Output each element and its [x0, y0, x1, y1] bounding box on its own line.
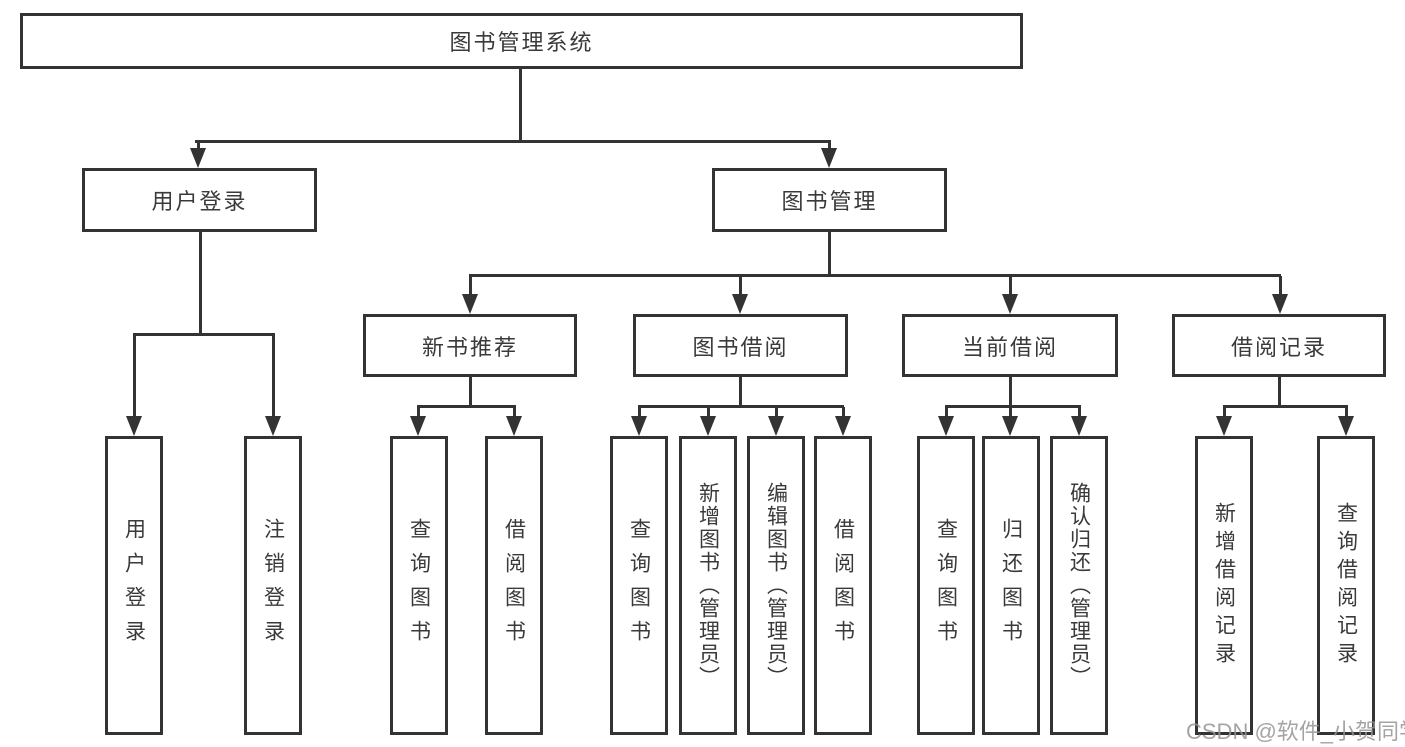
node-current-borrowing: 当前借阅 [902, 314, 1118, 377]
node-library-system-label: 图书管理系统 [449, 30, 594, 55]
connector-arrow-stem-cb-query [945, 407, 948, 417]
connector-user-login-bar [133, 333, 275, 336]
connector-arrow-stem-bb-borrow [842, 407, 845, 417]
node-current-borrowing-label: 当前借阅 [961, 334, 1058, 360]
node-borrowing-records: 借阅记录 [1172, 314, 1386, 377]
arrowhead-bb-add [700, 416, 716, 436]
leaf-bb-edit-books-admin: 编辑图书（管理员） [747, 436, 805, 735]
arrowhead-borrow-records [1272, 294, 1288, 314]
connector-arrow-stem-rec-add [1223, 407, 1226, 417]
leaf-nb-query-books: 查询图书 [390, 436, 448, 735]
connector-records-bar [1223, 405, 1348, 408]
arrowhead-book-borrow [732, 294, 748, 314]
connector-current-borrow-stub [1009, 377, 1012, 407]
connector-arrow-stem-borrow-records [1279, 276, 1282, 296]
leaf-bb-query-books-label: 查询图书 [627, 517, 651, 654]
leaf-logout-label: 注销登录 [261, 517, 285, 654]
leaf-bb-borrow-books-label: 借阅图书 [831, 517, 855, 654]
arrowhead-bb-borrow [835, 416, 851, 436]
node-user-login-label: 用户登录 [151, 189, 248, 214]
leaf-cb-query-books-label: 查询图书 [934, 517, 958, 654]
leaf-nb-borrow-books-label: 借阅图书 [502, 517, 526, 654]
connector-root-bar [195, 140, 831, 143]
arrowhead-current-borrow [1002, 294, 1018, 314]
leaf-bb-query-books: 查询图书 [610, 436, 668, 735]
connector-arrow-stem-cb-return [1009, 407, 1012, 417]
connector-arrow-stem-book-borrow [739, 276, 742, 296]
leaf-nb-query-books-label: 查询图书 [407, 517, 431, 654]
connector-arrow-stem-rec-query [1345, 407, 1348, 417]
csdn-watermark: CSDN @软件_小贺同学 [1186, 719, 1405, 744]
leaf-cb-confirm-return-admin-label: 确认归还（管理员） [1067, 482, 1091, 689]
connector-new-book-bar [417, 405, 516, 408]
arrowhead-login-leaf [126, 416, 142, 436]
connector-book-borrow-stub [739, 377, 742, 407]
leaf-cb-return-books-label: 归还图书 [999, 517, 1023, 654]
leaf-cb-confirm-return-admin: 确认归还（管理员） [1050, 436, 1108, 735]
connector-arrow-stem-bb-query [638, 407, 641, 417]
arrowhead-bb-edit [768, 416, 784, 436]
leaf-user-login-label: 用户登录 [122, 517, 146, 654]
leaf-nb-borrow-books: 借阅图书 [485, 436, 543, 735]
arrowhead-rec-query [1338, 416, 1354, 436]
leaf-cb-return-books: 归还图书 [982, 436, 1040, 735]
leaf-bb-add-books-admin: 新增图书（管理员） [679, 436, 737, 735]
leaf-rec-add-record-label: 新增借阅记录 [1212, 501, 1236, 670]
connector-arrow-stem-nb-query [417, 407, 420, 417]
connector-book-mgmt-bar [469, 274, 1281, 277]
connector-records-stub [1278, 377, 1281, 407]
connector-user-login-stub [199, 232, 202, 335]
node-book-borrowing-label: 图书借阅 [692, 334, 789, 360]
leaf-user-login: 用户登录 [105, 436, 163, 735]
leaf-rec-add-record: 新增借阅记录 [1195, 436, 1253, 735]
leaf-bb-borrow-books: 借阅图书 [814, 436, 872, 735]
connector-book-mgmt-stub [828, 232, 831, 276]
connector-arrow-stem-cb-confirm [1078, 407, 1081, 417]
leaf-rec-query-record-label: 查询借阅记录 [1334, 501, 1358, 670]
connector-arrow-stem-bb-add [707, 407, 710, 417]
connector-current-borrow-bar [945, 405, 1081, 408]
connector-root-stub [519, 69, 522, 142]
node-user-login: 用户登录 [82, 168, 317, 232]
arrowhead-book-mgmt [821, 148, 837, 168]
node-book-borrowing: 图书借阅 [633, 314, 848, 377]
node-book-management-label: 图书管理 [781, 189, 878, 214]
arrowhead-nb-borrow [506, 416, 522, 436]
leaf-bb-edit-books-admin-label: 编辑图书（管理员） [764, 482, 788, 689]
leaf-logout: 注销登录 [244, 436, 302, 735]
leaf-cb-query-books: 查询图书 [917, 436, 975, 735]
connector-book-borrow-bar [638, 405, 844, 408]
connector-arrow-stem-bb-edit [775, 407, 778, 417]
leaf-rec-query-record: 查询借阅记录 [1317, 436, 1375, 735]
arrowhead-cb-confirm [1071, 416, 1087, 436]
connector-arrow-stem-nb-borrow [513, 407, 516, 417]
connector-arrow-stem-user-login [197, 142, 200, 150]
arrowhead-nb-query [410, 416, 426, 436]
connector-arrow-stem-logout-leaf [272, 335, 275, 416]
arrowhead-new-book [462, 294, 478, 314]
node-new-book-recommend: 新书推荐 [363, 314, 577, 377]
connector-new-book-stub [469, 377, 472, 407]
connector-arrow-stem-login-leaf [133, 335, 136, 416]
arrowhead-logout-leaf [265, 416, 281, 436]
node-borrowing-records-label: 借阅记录 [1230, 334, 1327, 360]
node-library-system: 图书管理系统 [20, 13, 1023, 69]
arrowhead-cb-query [938, 416, 954, 436]
leaf-bb-add-books-admin-label: 新增图书（管理员） [696, 482, 720, 689]
connector-arrow-stem-current-borrow [1009, 276, 1012, 296]
arrowhead-cb-return [1002, 416, 1018, 436]
connector-arrow-stem-book-mgmt [828, 142, 831, 150]
arrowhead-user-login [190, 148, 206, 168]
node-new-book-recommend-label: 新书推荐 [421, 334, 518, 360]
connector-arrow-stem-new-book [469, 276, 472, 296]
node-book-management: 图书管理 [712, 168, 947, 232]
arrowhead-bb-query [631, 416, 647, 436]
arrowhead-rec-add [1216, 416, 1232, 436]
